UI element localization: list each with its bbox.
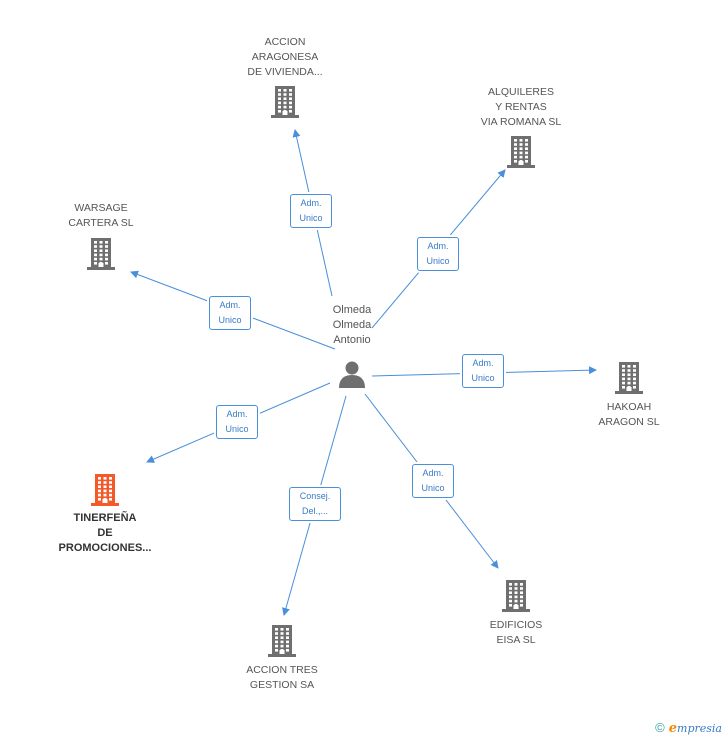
- role-badge-accion-tres[interactable]: Consej.Del.,...: [289, 487, 341, 521]
- brand-logo-e: e: [668, 721, 678, 736]
- building-icon[interactable]: [269, 85, 301, 124]
- role-badge-accion-aragonesa[interactable]: Adm.Unico: [290, 194, 332, 228]
- building-icon[interactable]: [500, 579, 532, 618]
- building-icon[interactable]: [85, 237, 117, 276]
- building-icon[interactable]: [266, 624, 298, 663]
- role-badge-alquileres-rentas[interactable]: Adm.Unico: [417, 237, 459, 271]
- person-icon[interactable]: [337, 360, 367, 393]
- building-icon[interactable]: [505, 135, 537, 174]
- role-badge-warsage-cartera[interactable]: Adm.Unico: [209, 296, 251, 330]
- copyright-icon: ©: [655, 720, 665, 735]
- building-icon[interactable]: [89, 473, 121, 512]
- role-badge-hakoah-aragon[interactable]: Adm.Unico: [462, 354, 504, 388]
- role-badge-edificios-eisa[interactable]: Adm.Unico: [412, 464, 454, 498]
- building-icon[interactable]: [613, 361, 645, 400]
- footer-brand: ©empresia: [655, 720, 722, 736]
- brand-logo-text: mpresia: [677, 722, 722, 735]
- role-badge-tinerfena[interactable]: Adm.Unico: [216, 405, 258, 439]
